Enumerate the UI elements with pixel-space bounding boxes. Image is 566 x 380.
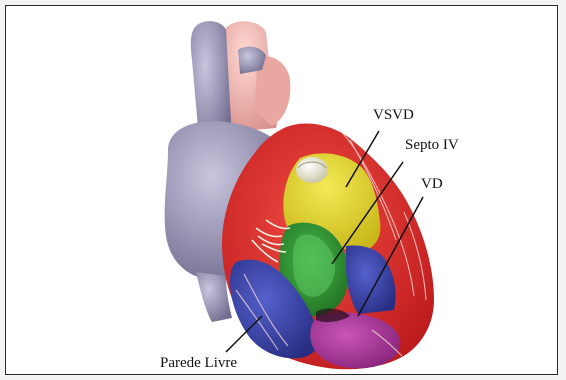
label-vd: VD [421, 177, 443, 192]
label-parede-livre: Parede Livre [160, 356, 237, 371]
pulmonary-valve [296, 157, 328, 183]
label-septo-iv: Septo IV [405, 138, 459, 153]
aorta-vessel [223, 21, 290, 132]
label-vsvd: VSVD [373, 108, 414, 123]
